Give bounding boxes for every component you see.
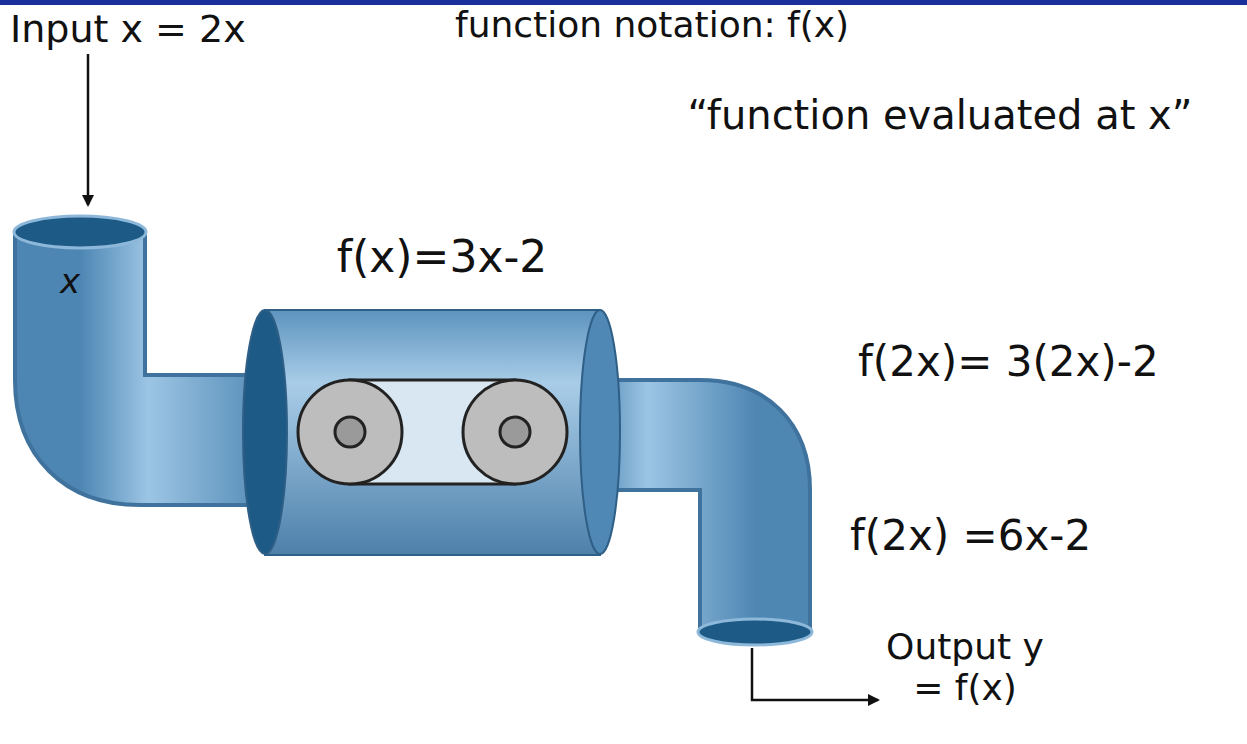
machine-front <box>243 310 287 554</box>
meaning-note: “function evaluated at x” <box>680 92 1200 138</box>
output-opening <box>698 619 812 645</box>
pipe-variable: x <box>60 262 80 301</box>
roller-hub <box>500 417 530 447</box>
roller <box>298 380 402 484</box>
input-arrow <box>87 54 90 205</box>
roller <box>463 380 567 484</box>
machine-body <box>265 310 600 555</box>
function-rule: f(x)=3x-2 <box>262 228 622 283</box>
input-label: Input x = 2x <box>10 8 246 52</box>
notation-note: function notation: f(x) <box>455 4 849 45</box>
function-machine: f(x)=3x-2 <box>262 228 622 560</box>
machine-end <box>580 310 620 554</box>
output-arrow <box>752 648 878 700</box>
worked-result: f(2x) =6x-2 <box>850 512 1091 560</box>
output-label: Output y = f(x) <box>886 626 1044 709</box>
worked-step: f(2x)= 3(2x)-2 <box>858 338 1159 386</box>
roller-hub <box>335 417 365 447</box>
input-opening <box>14 216 146 248</box>
